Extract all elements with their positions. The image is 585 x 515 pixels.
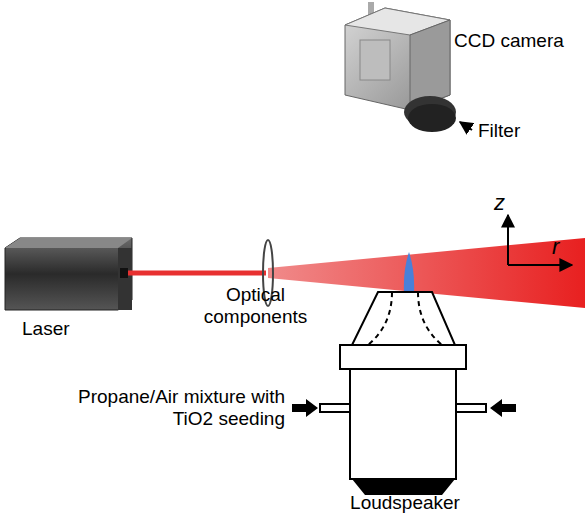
device-label: Laser (22, 318, 70, 340)
part-label: Optical components (188, 284, 323, 328)
leader-line (460, 122, 472, 130)
device-label: CCD camera (454, 30, 564, 52)
flame (404, 252, 414, 292)
part-label: Filter (478, 120, 520, 142)
axis-arrow (507, 215, 509, 265)
inlet-arrow (490, 399, 516, 417)
laser (5, 238, 132, 310)
axis-label: r (552, 236, 559, 258)
device-label: Loudspeaker (350, 492, 460, 514)
burner (320, 292, 486, 479)
ccd-camera (345, 2, 456, 132)
inlet-arrow (292, 399, 318, 417)
inlet-label: Propane/Air mixture with TiO2 seeding (60, 386, 285, 430)
laser-beam (128, 271, 266, 276)
axis-label: z (494, 192, 505, 214)
axis-arrow (508, 264, 572, 266)
